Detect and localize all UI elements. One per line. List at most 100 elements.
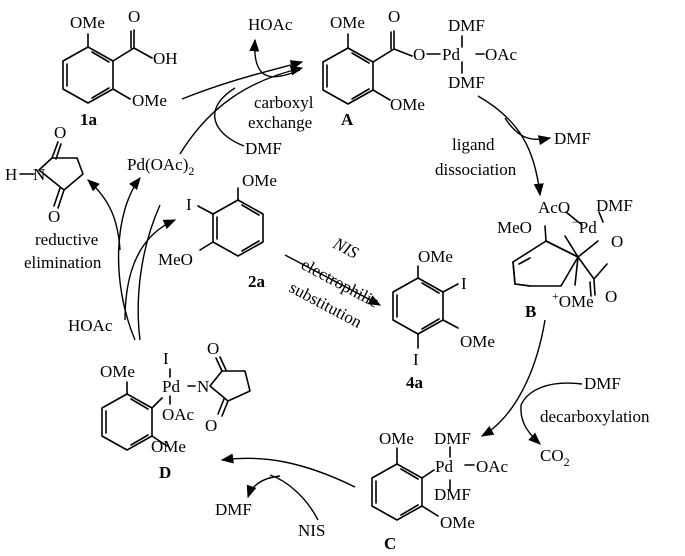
arrow-succinimide-out: [87, 179, 121, 251]
succinimide-h: H: [5, 165, 17, 184]
arrow-hoac-in: [124, 219, 177, 321]
A-o: O: [388, 7, 400, 26]
ring-C: [371, 463, 423, 521]
step-ligand-line1: ligand: [452, 135, 495, 154]
2a-i: I: [186, 195, 192, 214]
step-ligand-line2: dissociation: [435, 160, 517, 179]
catalyst-pd-oac2: Pd(OAc)2: [127, 155, 194, 178]
D-oac: OAc: [162, 405, 195, 424]
arrow-nis-in: [269, 474, 319, 521]
nis-in-bottom: NIS: [298, 521, 325, 540]
A-ome-bot: OMe: [390, 95, 425, 114]
D-n: N: [197, 377, 209, 396]
2a-ome: OMe: [242, 171, 277, 190]
1a-ome-top: OMe: [70, 13, 105, 32]
arrow-dmf-out-right: [504, 117, 552, 146]
step-nis-line1: NIS: [329, 233, 362, 262]
compound-A: OMe O O Pd OAc DMF DMF OMe A: [322, 7, 518, 129]
B-o-carbonyl: O: [605, 287, 617, 306]
hoac-top: HOAc: [248, 15, 293, 34]
arrow-decarboxylation: [480, 319, 546, 437]
1a-ome-bot: OMe: [132, 91, 167, 110]
succinimide-o-top: O: [54, 123, 66, 142]
step-carboxyl-line1: carboxyl: [254, 93, 314, 112]
arrow-reductive-elimination: [117, 177, 141, 341]
4a-ome-right: OMe: [460, 332, 495, 351]
A-ome-top: OMe: [330, 13, 365, 32]
A-o-link: O: [413, 45, 425, 64]
A-dmf-top: DMF: [448, 16, 485, 35]
dmf-in-lower-right: DMF: [584, 374, 621, 393]
D-pd: Pd: [162, 377, 180, 396]
compound-D: OMe I Pd N O OAc O OMe D: [100, 339, 251, 482]
label-B: B: [525, 302, 536, 321]
4a-i-bot: I: [413, 350, 419, 369]
succinimide-n: N: [33, 165, 45, 184]
ring-D: [101, 393, 153, 451]
D-ome-top: OMe: [100, 362, 135, 381]
4a-i-top: I: [461, 274, 467, 293]
succinimide-o-bot: O: [48, 207, 60, 226]
arrow-d-to-catalyst: [137, 204, 161, 341]
arrow-dmf-in-lower-right: [520, 382, 583, 406]
B-o-ring: O: [611, 232, 623, 251]
B-aco: AcO: [538, 198, 570, 217]
B-pd: −Pd: [572, 215, 597, 237]
C-pd: Pd: [435, 457, 453, 476]
arrow-hoac-out: [249, 38, 301, 78]
dmf-out-right: DMF: [554, 129, 591, 148]
2a-meo: MeO: [158, 250, 193, 269]
arrow-carboxyl-exchange-2: [179, 65, 304, 155]
arrow-dmf-out-bottom: [246, 475, 281, 499]
arrow-co2-out: [520, 404, 541, 445]
D-i: I: [163, 349, 169, 368]
C-ome-top: OMe: [379, 429, 414, 448]
compound-C: OMe DMF Pd OAc DMF OMe C: [371, 429, 509, 553]
arrow-carboxyl-exchange-1: [181, 60, 304, 100]
D-o-top: O: [207, 339, 219, 358]
compound-2a: OMe I MeO 2a: [158, 171, 277, 291]
D-o-bot: O: [205, 416, 217, 435]
co2: CO2: [540, 446, 570, 469]
arrow-dmf-in-top: [214, 87, 245, 147]
hoac-left: HOAc: [68, 316, 113, 335]
compound-1a: OMe O OH OMe 1a: [62, 7, 178, 129]
ring-1a: [62, 46, 114, 104]
arrow-nis-substitution: [284, 254, 382, 306]
step-decarboxylation: decarboxylation: [540, 407, 650, 426]
compound-B: AcO DMF −Pd MeO O O +OMe B: [497, 196, 633, 321]
compound-succinimide: H N O O: [5, 123, 84, 226]
step-carboxyl-line2: exchange: [248, 113, 312, 132]
A-oac: OAc: [485, 45, 518, 64]
C-ome-bot: OMe: [440, 513, 475, 532]
B-meo: MeO: [497, 218, 532, 237]
A-dmf-bot: DMF: [448, 73, 485, 92]
label-2a: 2a: [248, 272, 266, 291]
C-oac: OAc: [476, 457, 509, 476]
ring-4a: [392, 277, 444, 335]
label-D: D: [159, 463, 171, 482]
ring-2a: [212, 199, 264, 257]
label-C: C: [384, 534, 396, 553]
4a-ome-top: OMe: [418, 247, 453, 266]
arrow-ligand-dissociation: [477, 95, 544, 197]
dmf-in-top: DMF: [245, 139, 282, 158]
D-ome-bot: OMe: [151, 437, 186, 456]
compound-4a: OMe I OMe I 4a: [392, 247, 495, 392]
C-dmf-top: DMF: [434, 429, 471, 448]
label-1a: 1a: [80, 110, 98, 129]
ring-A: [322, 47, 374, 105]
1a-oh: OH: [153, 49, 178, 68]
C-dmf-bot: DMF: [434, 485, 471, 504]
label-A: A: [341, 110, 354, 129]
A-pd: Pd: [442, 45, 460, 64]
arrow-c-to-d: [220, 453, 356, 488]
step-reductive-line1: reductive: [35, 230, 98, 249]
B-dmf: DMF: [596, 196, 633, 215]
step-reductive-line2: elimination: [24, 253, 102, 272]
catalyst-label: Pd(OAc)2: [127, 155, 194, 178]
dmf-out-bottom: DMF: [215, 500, 252, 519]
B-ome: +OMe: [552, 289, 594, 311]
